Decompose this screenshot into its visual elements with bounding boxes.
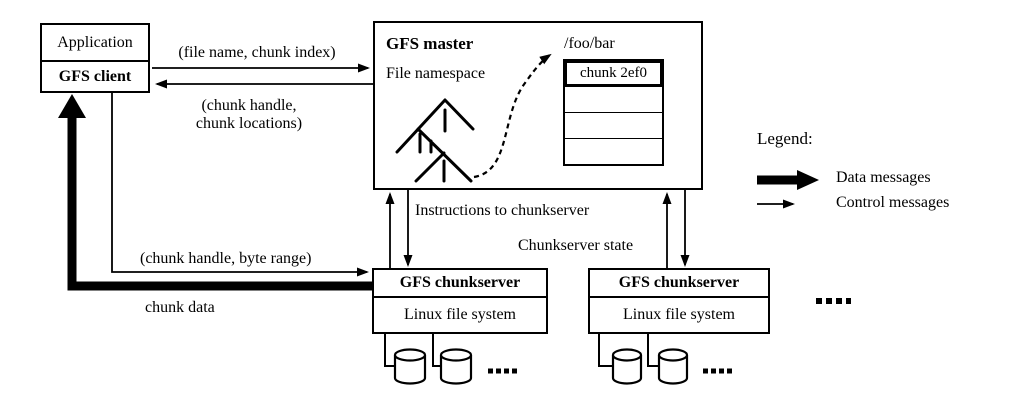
chunk-data-label: chunk data xyxy=(145,299,215,316)
legend-title: Legend: xyxy=(757,129,813,148)
chunk-handle-locations-label: (chunk handle, chunk locations) xyxy=(168,97,330,134)
chunk-table: chunk 2ef0 xyxy=(563,59,664,166)
chunkserver1-disk-links xyxy=(384,333,441,367)
gfs-master-box xyxy=(373,21,703,190)
file-namespace-label: File namespace xyxy=(386,65,486,82)
chunk-handle-byte-range-arrow xyxy=(111,93,369,277)
gfs-master-title: GFS master xyxy=(386,34,474,53)
chunkserver1-title-row: GFS chunkserver xyxy=(374,270,546,298)
chunk-handle-locations-line1: (chunk handle, xyxy=(201,97,297,114)
chunkserver1-title: GFS chunkserver xyxy=(399,274,521,291)
legend-control-messages-label: Control messages xyxy=(836,194,950,211)
legend-data-arrow-icon xyxy=(757,170,819,190)
chunkserver2-fs-row: Linux file system xyxy=(590,298,768,332)
chunk-handle-locations-line2: chunk locations) xyxy=(195,115,303,133)
chunkserver-state-label: Chunkserver state xyxy=(518,237,634,254)
chunk-table-row xyxy=(565,138,662,164)
chunkserver2-title: GFS chunkserver xyxy=(618,274,740,291)
legend-data-messages-label: Data messages xyxy=(836,169,931,186)
namespace-tree-icon xyxy=(395,98,475,183)
application-box: Application xyxy=(42,25,148,62)
chunkserver1-box: GFS chunkserver Linux file system xyxy=(372,268,548,334)
chunkserver2-fs-label: Linux file system xyxy=(623,306,735,323)
foo-bar-path-label: /foo/bar xyxy=(564,35,615,52)
disk-icon xyxy=(439,348,473,385)
disk-icon xyxy=(611,348,643,385)
disk-icon xyxy=(393,348,427,385)
instructions-label: Instructions to chunkserver xyxy=(415,202,590,219)
chunkserver2-disk-links xyxy=(598,333,658,367)
chunk-data-arrow xyxy=(58,94,372,291)
chunk-table-row xyxy=(565,86,662,112)
chunkserver1-fs-row: Linux file system xyxy=(374,298,546,332)
chunkserver1-fs-label: Linux file system xyxy=(404,306,516,323)
gfs-client-label: GFS client xyxy=(58,67,132,85)
chunk-handle-byte-range-label: (chunk handle, byte range) xyxy=(140,250,312,267)
chunk-table-row xyxy=(565,112,662,138)
gfs-client-box: GFS client xyxy=(42,62,148,91)
chunkserver2-box: GFS chunkserver Linux file system xyxy=(588,268,770,334)
namespace-lookup-dashed-arrow xyxy=(473,53,552,179)
file-name-chunk-index-label: (file name, chunk index) xyxy=(178,44,336,61)
application-label: Application xyxy=(57,33,133,51)
client-stack-box: Application GFS client xyxy=(40,23,150,93)
disk-icon xyxy=(657,348,689,385)
chunkserver2-title-row: GFS chunkserver xyxy=(590,270,768,298)
chunk-table-row: chunk 2ef0 xyxy=(565,61,662,86)
